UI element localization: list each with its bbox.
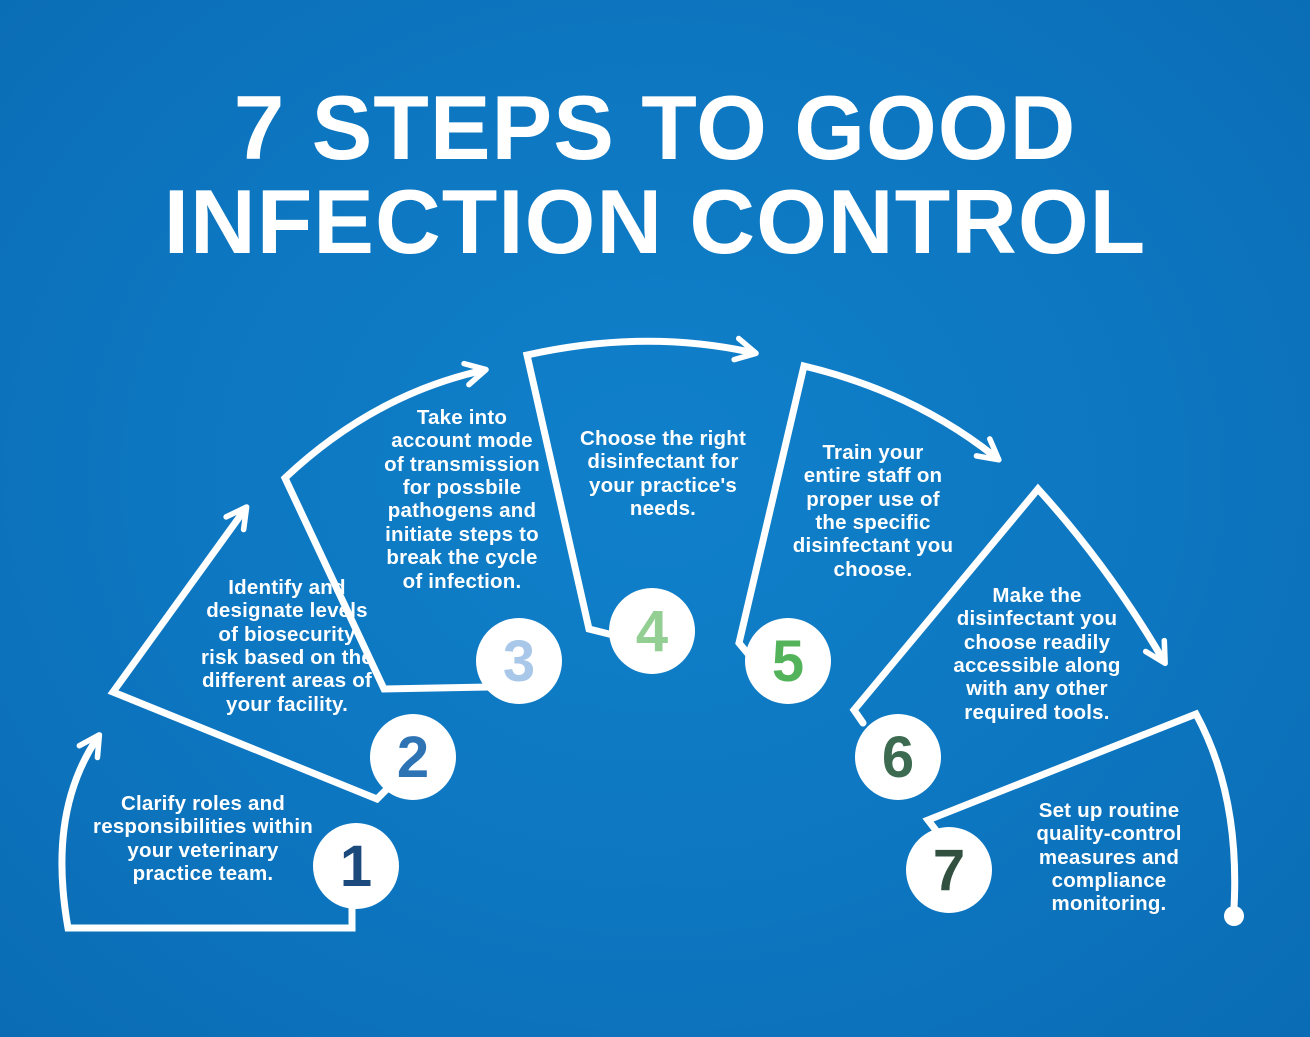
step-3-number: 3 [502,628,536,694]
step-7-number-badge: 7 [906,827,992,913]
step-6-text: Make the disinfectant you choose readily… [953,584,1121,724]
step-2-connector-path [107,504,391,804]
step-7-number: 7 [932,837,966,903]
step-1-connector-path [58,732,356,932]
step-4-text: Choose the right disinfectant for your p… [579,427,747,521]
step-2-text: Identify and designate levels of biosecu… [200,576,374,716]
step-5-connector-path [735,361,1002,659]
title-line-2: INFECTION CONTROL [163,171,1147,273]
step-1-number: 1 [339,833,373,899]
step-5-number-badge: 5 [745,618,831,704]
step-6-number: 6 [881,724,915,790]
step-3-text: Take into account mode of transmission f… [384,406,540,593]
step-2-number-badge: 2 [370,714,456,800]
step-4-number-badge: 4 [609,588,695,674]
step-1-number-badge: 1 [313,823,399,909]
path-end-dot [1224,906,1244,926]
step-3-connector-path [280,360,493,693]
step-2-number: 2 [396,724,430,790]
step-7-connector-path [922,709,1239,912]
step-6-connector-path [849,483,1168,727]
step-3-number-badge: 3 [476,618,562,704]
page-title: 7 STEPS TO GOOD INFECTION CONTROL [0,82,1310,269]
step-5-number: 5 [771,628,805,694]
step-7-text: Set up routine quality-control measures … [1036,799,1182,916]
step-1-text: Clarify roles and responsibilities withi… [93,792,313,886]
title-line-1: 7 STEPS TO GOOD [233,78,1077,179]
step-5-text: Train your entire staff on proper use of… [792,441,954,581]
step-4-number: 4 [635,598,669,664]
step-6-number-badge: 6 [855,714,941,800]
step-4-connector-path [522,335,759,639]
